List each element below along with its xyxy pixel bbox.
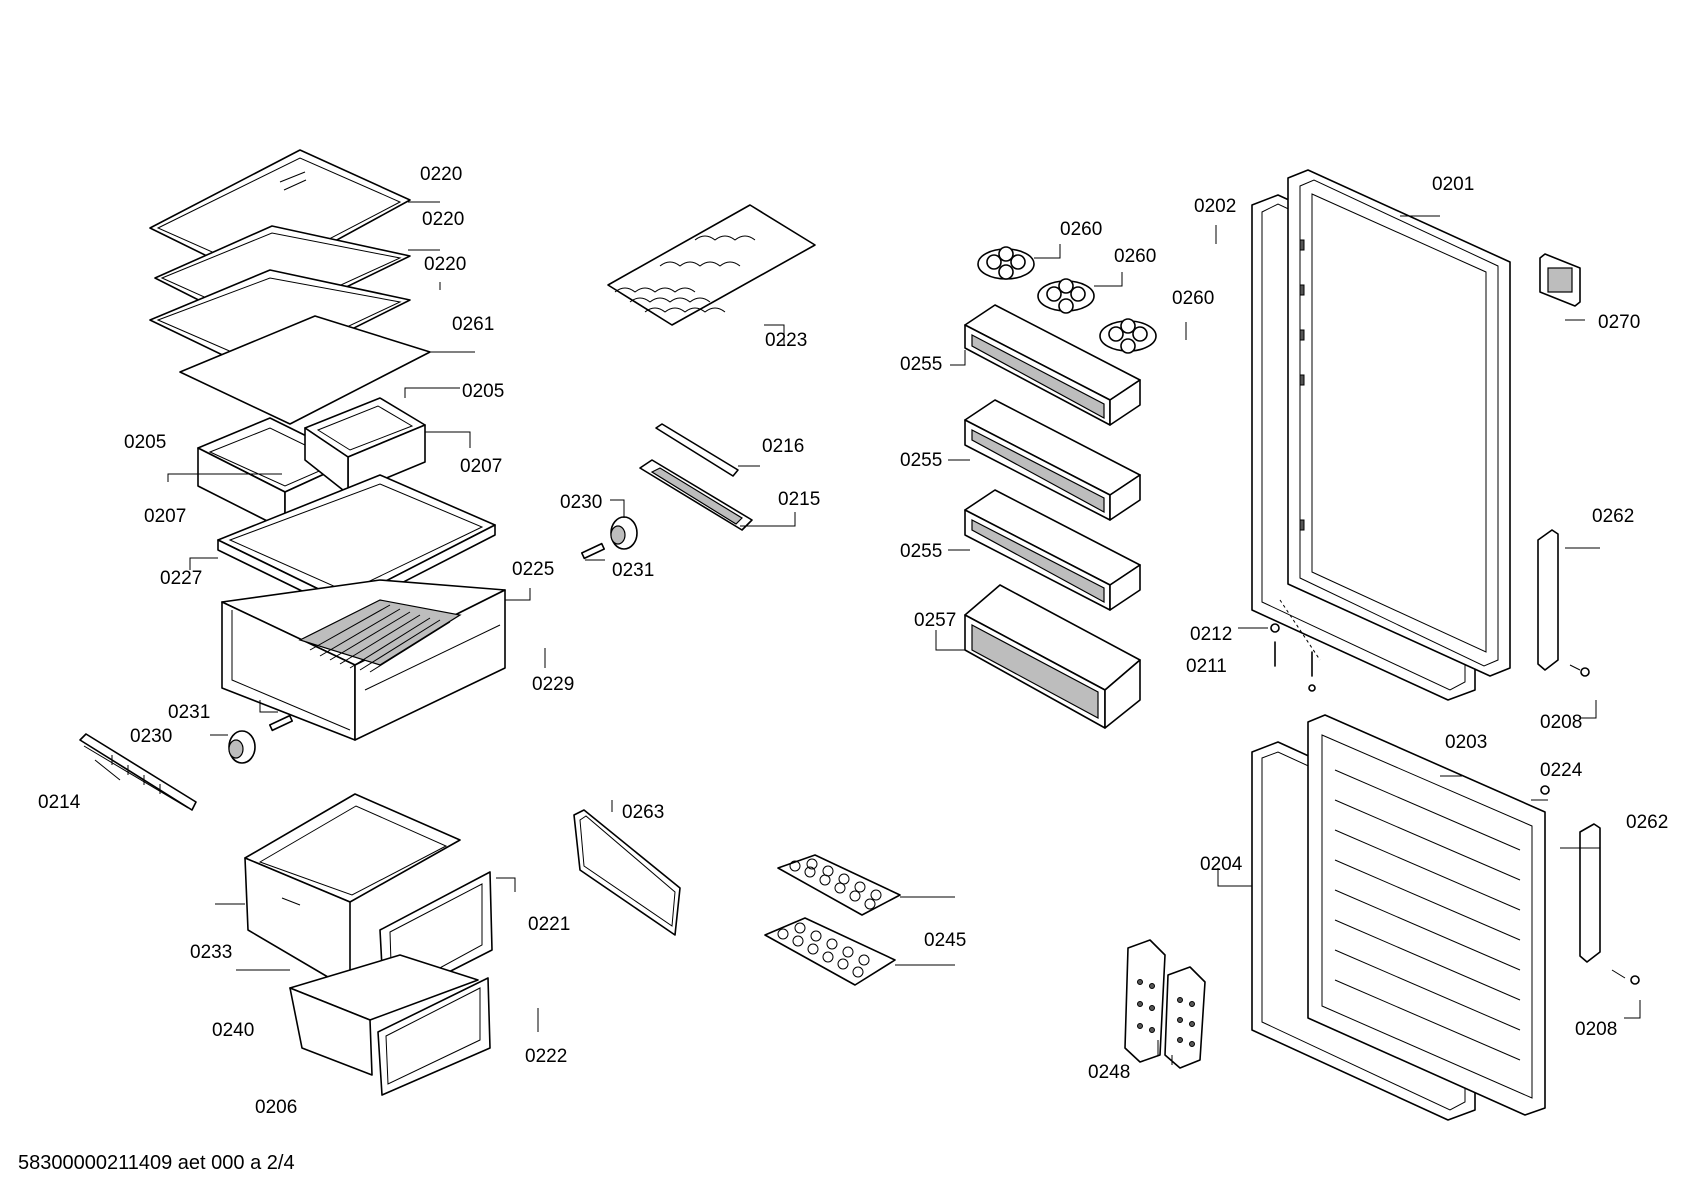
callout-0255-b: 0255 bbox=[900, 450, 942, 471]
plate-0263 bbox=[573, 809, 681, 936]
door-balcony-0255-2 bbox=[964, 399, 1141, 521]
ice-pack-0248-2 bbox=[1164, 966, 1206, 1069]
egg-cup-0260-1 bbox=[977, 246, 1035, 280]
handle-0262-upper bbox=[1537, 529, 1559, 671]
callout-0225: 0225 bbox=[512, 559, 554, 580]
callout-0211: 0211 bbox=[1186, 656, 1227, 677]
callout-0207-a: 0207 bbox=[460, 456, 502, 477]
callout-0230-a: 0230 bbox=[560, 492, 602, 513]
callout-0231-b: 0231 bbox=[168, 702, 210, 723]
pin-0231-lower bbox=[268, 714, 294, 732]
roller-0230-lower bbox=[228, 730, 256, 764]
callout-0255-a: 0255 bbox=[900, 354, 942, 375]
callout-0205-a: 0205 bbox=[462, 381, 504, 402]
door-balcony-0255-1 bbox=[964, 304, 1141, 426]
leader-lines bbox=[94, 201, 1641, 1065]
holder-0215 bbox=[639, 459, 753, 531]
callout-0214: 0214 bbox=[38, 792, 81, 813]
callout-0224: 0224 bbox=[1540, 760, 1583, 781]
callout-labels: 0220 0220 0220 0261 0205 0205 0207 0207 … bbox=[38, 164, 1668, 1118]
door-hinge-axis bbox=[1279, 599, 1321, 661]
roller-0230-upper bbox=[610, 516, 638, 550]
callout-0255-c: 0255 bbox=[900, 541, 942, 562]
door-0203 bbox=[1307, 714, 1546, 1116]
callout-0260-a: 0260 bbox=[1060, 219, 1102, 240]
ice-pack-0248-1 bbox=[1124, 939, 1166, 1063]
screw-0224 bbox=[1540, 785, 1550, 795]
tray-0205-right bbox=[304, 397, 426, 495]
callout-0260-c: 0260 bbox=[1172, 288, 1214, 309]
callout-0208-a: 0208 bbox=[1540, 712, 1582, 733]
callout-0270: 0270 bbox=[1598, 312, 1640, 333]
callout-0208-b: 0208 bbox=[1575, 1019, 1617, 1040]
screws-0211-0212 bbox=[1270, 623, 1316, 692]
callout-0261: 0261 bbox=[452, 314, 494, 335]
cover-0270 bbox=[1539, 253, 1581, 307]
door-0201 bbox=[1287, 169, 1511, 677]
callout-0201: 0201 bbox=[1432, 174, 1474, 195]
callout-0231-a: 0231 bbox=[612, 560, 654, 581]
drawing-code: 58300000211409 aet 000 a 2/4 bbox=[18, 1152, 295, 1174]
callout-0248: 0248 bbox=[1088, 1062, 1130, 1083]
callout-0229: 0229 bbox=[532, 674, 574, 695]
rail-0214 bbox=[79, 733, 197, 811]
callout-0220-b: 0220 bbox=[422, 209, 464, 230]
wine-rack-0223 bbox=[607, 204, 816, 326]
callout-0202: 0202 bbox=[1194, 196, 1236, 217]
callout-0204: 0204 bbox=[1200, 854, 1243, 875]
callout-0262-a: 0262 bbox=[1592, 506, 1634, 527]
callout-0222: 0222 bbox=[525, 1046, 567, 1067]
callout-0240: 0240 bbox=[212, 1020, 254, 1041]
callout-0206: 0206 bbox=[255, 1097, 297, 1118]
handle-0262-lower bbox=[1579, 823, 1601, 963]
callout-0262-b: 0262 bbox=[1626, 812, 1668, 833]
callout-0260-b: 0260 bbox=[1114, 246, 1156, 267]
door-balcony-0257 bbox=[964, 584, 1141, 729]
callout-0257: 0257 bbox=[914, 610, 956, 631]
egg-cup-0260-3 bbox=[1099, 318, 1157, 354]
egg-tray-0245-upper bbox=[777, 854, 901, 916]
callout-0212: 0212 bbox=[1190, 624, 1232, 645]
callout-0245: 0245 bbox=[924, 930, 966, 951]
screw-0208-lower bbox=[1611, 969, 1640, 985]
callout-0220-a: 0220 bbox=[420, 164, 462, 185]
callout-0215: 0215 bbox=[778, 489, 820, 510]
callout-0233: 0233 bbox=[190, 942, 232, 963]
callout-0263: 0263 bbox=[622, 802, 664, 823]
pin-0231-upper bbox=[580, 542, 606, 560]
strip-0216 bbox=[655, 423, 739, 477]
screw-0208-upper bbox=[1569, 664, 1590, 677]
callout-0227: 0227 bbox=[160, 568, 202, 589]
drawer-0225 bbox=[221, 579, 506, 741]
door-balcony-0255-3 bbox=[964, 489, 1141, 611]
egg-cup-0260-2 bbox=[1037, 278, 1095, 314]
callout-0216: 0216 bbox=[762, 436, 804, 457]
callout-0220-c: 0220 bbox=[424, 254, 466, 275]
callout-0203: 0203 bbox=[1445, 732, 1487, 753]
callout-0207-b: 0207 bbox=[144, 506, 186, 527]
egg-tray-0245-lower bbox=[764, 917, 896, 986]
callout-0221: 0221 bbox=[528, 914, 570, 935]
callout-0205-b: 0205 bbox=[124, 432, 166, 453]
callout-0230-b: 0230 bbox=[130, 726, 172, 747]
callout-0223: 0223 bbox=[765, 330, 807, 351]
freezer-drawer-0240 bbox=[289, 954, 491, 1096]
